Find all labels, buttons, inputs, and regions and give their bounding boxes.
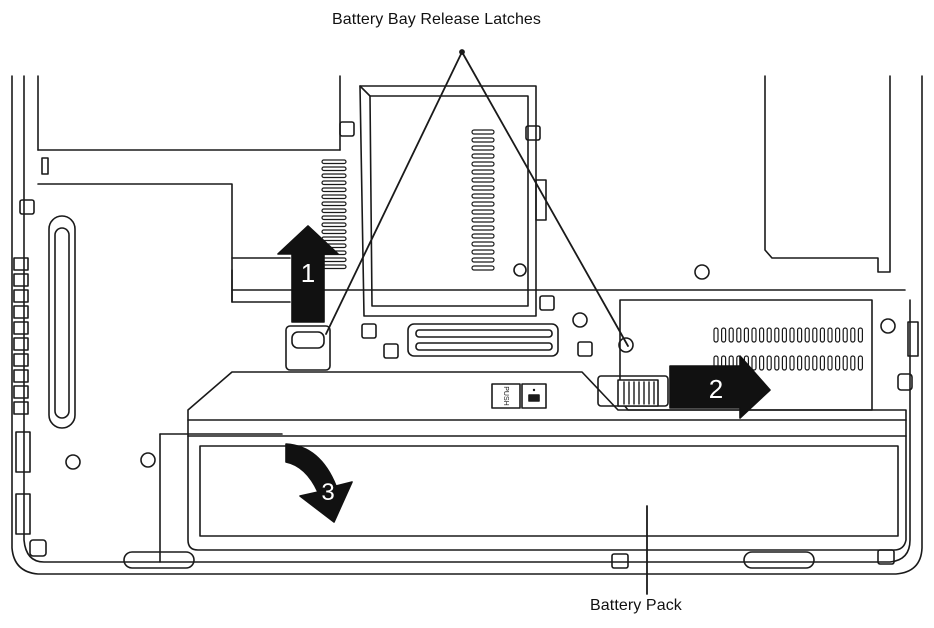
- vent-slot: [857, 355, 864, 371]
- vent-slot: [471, 201, 495, 207]
- vent-slot: [842, 355, 848, 371]
- vent-slot: [471, 129, 495, 135]
- vent-slot: [774, 327, 780, 343]
- vent-slot: [812, 355, 818, 371]
- vent-slot: [827, 355, 833, 371]
- vent-slot: [471, 169, 495, 175]
- push-text: PUSH: [502, 386, 509, 405]
- vent-slot: [471, 217, 495, 223]
- vent-slot: [751, 327, 757, 343]
- vent-slot: [819, 355, 826, 371]
- vent-slot: [471, 177, 495, 183]
- vent-slot: [789, 355, 795, 371]
- vent-slot: [751, 355, 757, 371]
- left-release-latch: [285, 325, 331, 371]
- step-2-number: 2: [709, 374, 723, 404]
- vent-slot: [796, 355, 803, 371]
- vent-slot: [321, 180, 347, 186]
- side-port-column: [13, 257, 47, 557]
- vent-slot: [850, 327, 856, 343]
- vertical-slot: [48, 215, 156, 470]
- step-3-number: 3: [321, 479, 334, 506]
- vent-slot: [842, 327, 848, 343]
- memory-door-vents: [471, 129, 495, 271]
- docking-connector: [361, 295, 593, 359]
- vent-slot: [743, 327, 750, 343]
- battery-pack: [123, 371, 907, 569]
- laptop-body-outline: [11, 75, 923, 575]
- vent-slot: [471, 225, 495, 231]
- vent-slot: [834, 327, 841, 343]
- upper-left-housing: [19, 157, 291, 303]
- vent-slot: [471, 249, 495, 255]
- vent-slot: [713, 327, 719, 343]
- vent-slot: [834, 355, 841, 371]
- vent-slot: [471, 257, 495, 263]
- vent-slot: [321, 159, 347, 165]
- callout-leader-lines: [325, 49, 648, 595]
- vent-slot: [471, 233, 495, 239]
- vent-slot: [819, 327, 826, 343]
- vent-slot: [758, 355, 765, 371]
- vent-slot: [321, 187, 347, 193]
- vent-slot: [471, 185, 495, 191]
- step-3-arrow: [285, 443, 353, 523]
- vent-slot: [471, 193, 495, 199]
- vent-slot: [471, 265, 495, 271]
- vent-slot: [728, 327, 734, 343]
- push-label: [491, 383, 547, 409]
- vent-slot: [766, 355, 772, 371]
- vent-slot: [321, 166, 347, 172]
- step-2-arrow: [669, 355, 771, 419]
- vent-slot: [321, 215, 347, 221]
- vent-slot: [781, 327, 788, 343]
- vent-slot: [321, 229, 347, 235]
- step-1-arrow: [277, 225, 339, 323]
- right-release-latch: [597, 375, 669, 407]
- vent-slot: [758, 327, 765, 343]
- vent-slot: [321, 194, 347, 200]
- latches-callout-label: Battery Bay Release Latches: [332, 11, 542, 28]
- step-1-number: 1: [301, 258, 315, 288]
- vent-slot: [321, 222, 347, 228]
- vent-slot: [796, 327, 803, 343]
- vent-slot: [471, 137, 495, 143]
- vent-slot: [321, 173, 347, 179]
- vent-slot: [781, 355, 788, 371]
- vent-slot: [789, 327, 795, 343]
- vent-slot: [850, 355, 856, 371]
- vent-slot: [471, 145, 495, 151]
- vent-slot: [471, 161, 495, 167]
- vent-slot: [321, 201, 347, 207]
- vent-slot: [720, 327, 727, 343]
- vent-slot: [471, 153, 495, 159]
- battery-pack-callout-label: Battery Pack: [590, 597, 682, 614]
- vent-slot: [804, 327, 810, 343]
- vent-slot: [857, 327, 864, 343]
- vent-slot: [812, 327, 818, 343]
- right-housing: [231, 75, 919, 391]
- vent-slot: [736, 327, 742, 343]
- vent-slot: [827, 327, 833, 343]
- vent-slot: [471, 241, 495, 247]
- vent-slot: [321, 208, 347, 214]
- vent-slot: [774, 355, 780, 371]
- vent-slot: [471, 209, 495, 215]
- vent-slot: [804, 355, 810, 371]
- vent-slot: [766, 327, 772, 343]
